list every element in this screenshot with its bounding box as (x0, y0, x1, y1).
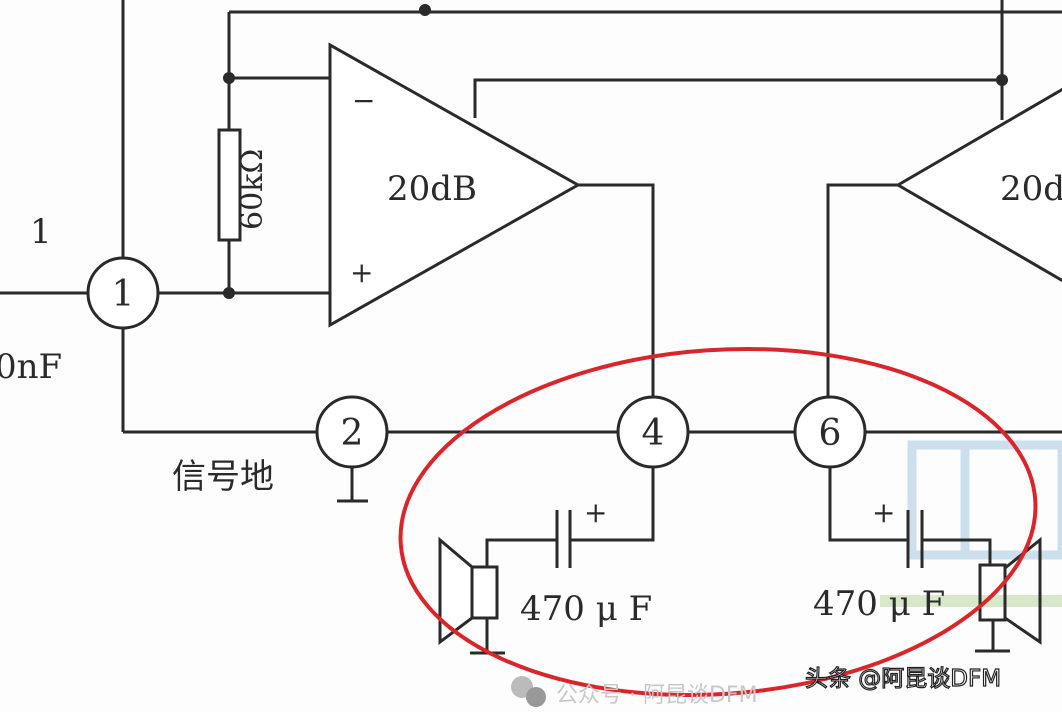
node-6-label: 6 (819, 413, 842, 454)
resistor-label: 60kΩ (235, 149, 270, 230)
input-cap-label: 0nF (0, 347, 62, 387)
speaker-left (438, 536, 499, 645)
cap-left-label: 470 μ F (520, 589, 652, 629)
wechat-icon (511, 676, 546, 707)
wires (0, 0, 1062, 655)
signal-ground-label: 信号地 (172, 457, 274, 497)
amp-right-gain: 20d (1000, 169, 1062, 209)
capacitor-left (555, 510, 572, 568)
cap-right-plus: + (872, 496, 895, 529)
amp-minus-label: − (352, 84, 375, 117)
speaker-right (978, 536, 1042, 645)
cap-left-plus: + (584, 496, 607, 529)
cap-right-label: 470 μ F (813, 584, 945, 624)
highlight-ellipse (398, 346, 1038, 698)
toutiao-watermark: 头条 @阿昆谈DFM (805, 666, 1001, 692)
node-1-label: 1 (112, 274, 135, 315)
amp-left-gain: 20dB (387, 169, 477, 209)
capacitor-right (906, 510, 924, 568)
input-index-label: 1 (30, 212, 52, 252)
background-artifact (880, 440, 1062, 607)
amp-plus-label: + (350, 256, 373, 289)
resistor (217, 128, 242, 242)
amplifier-right (895, 87, 1062, 283)
node-circles (86, 256, 867, 469)
wechat-watermark: 公众号 · 阿昆谈DFM (556, 683, 758, 708)
amplifier-left (328, 42, 582, 328)
node-4-label: 4 (642, 413, 665, 454)
node-2-label: 2 (341, 413, 364, 454)
dots (223, 4, 1008, 299)
